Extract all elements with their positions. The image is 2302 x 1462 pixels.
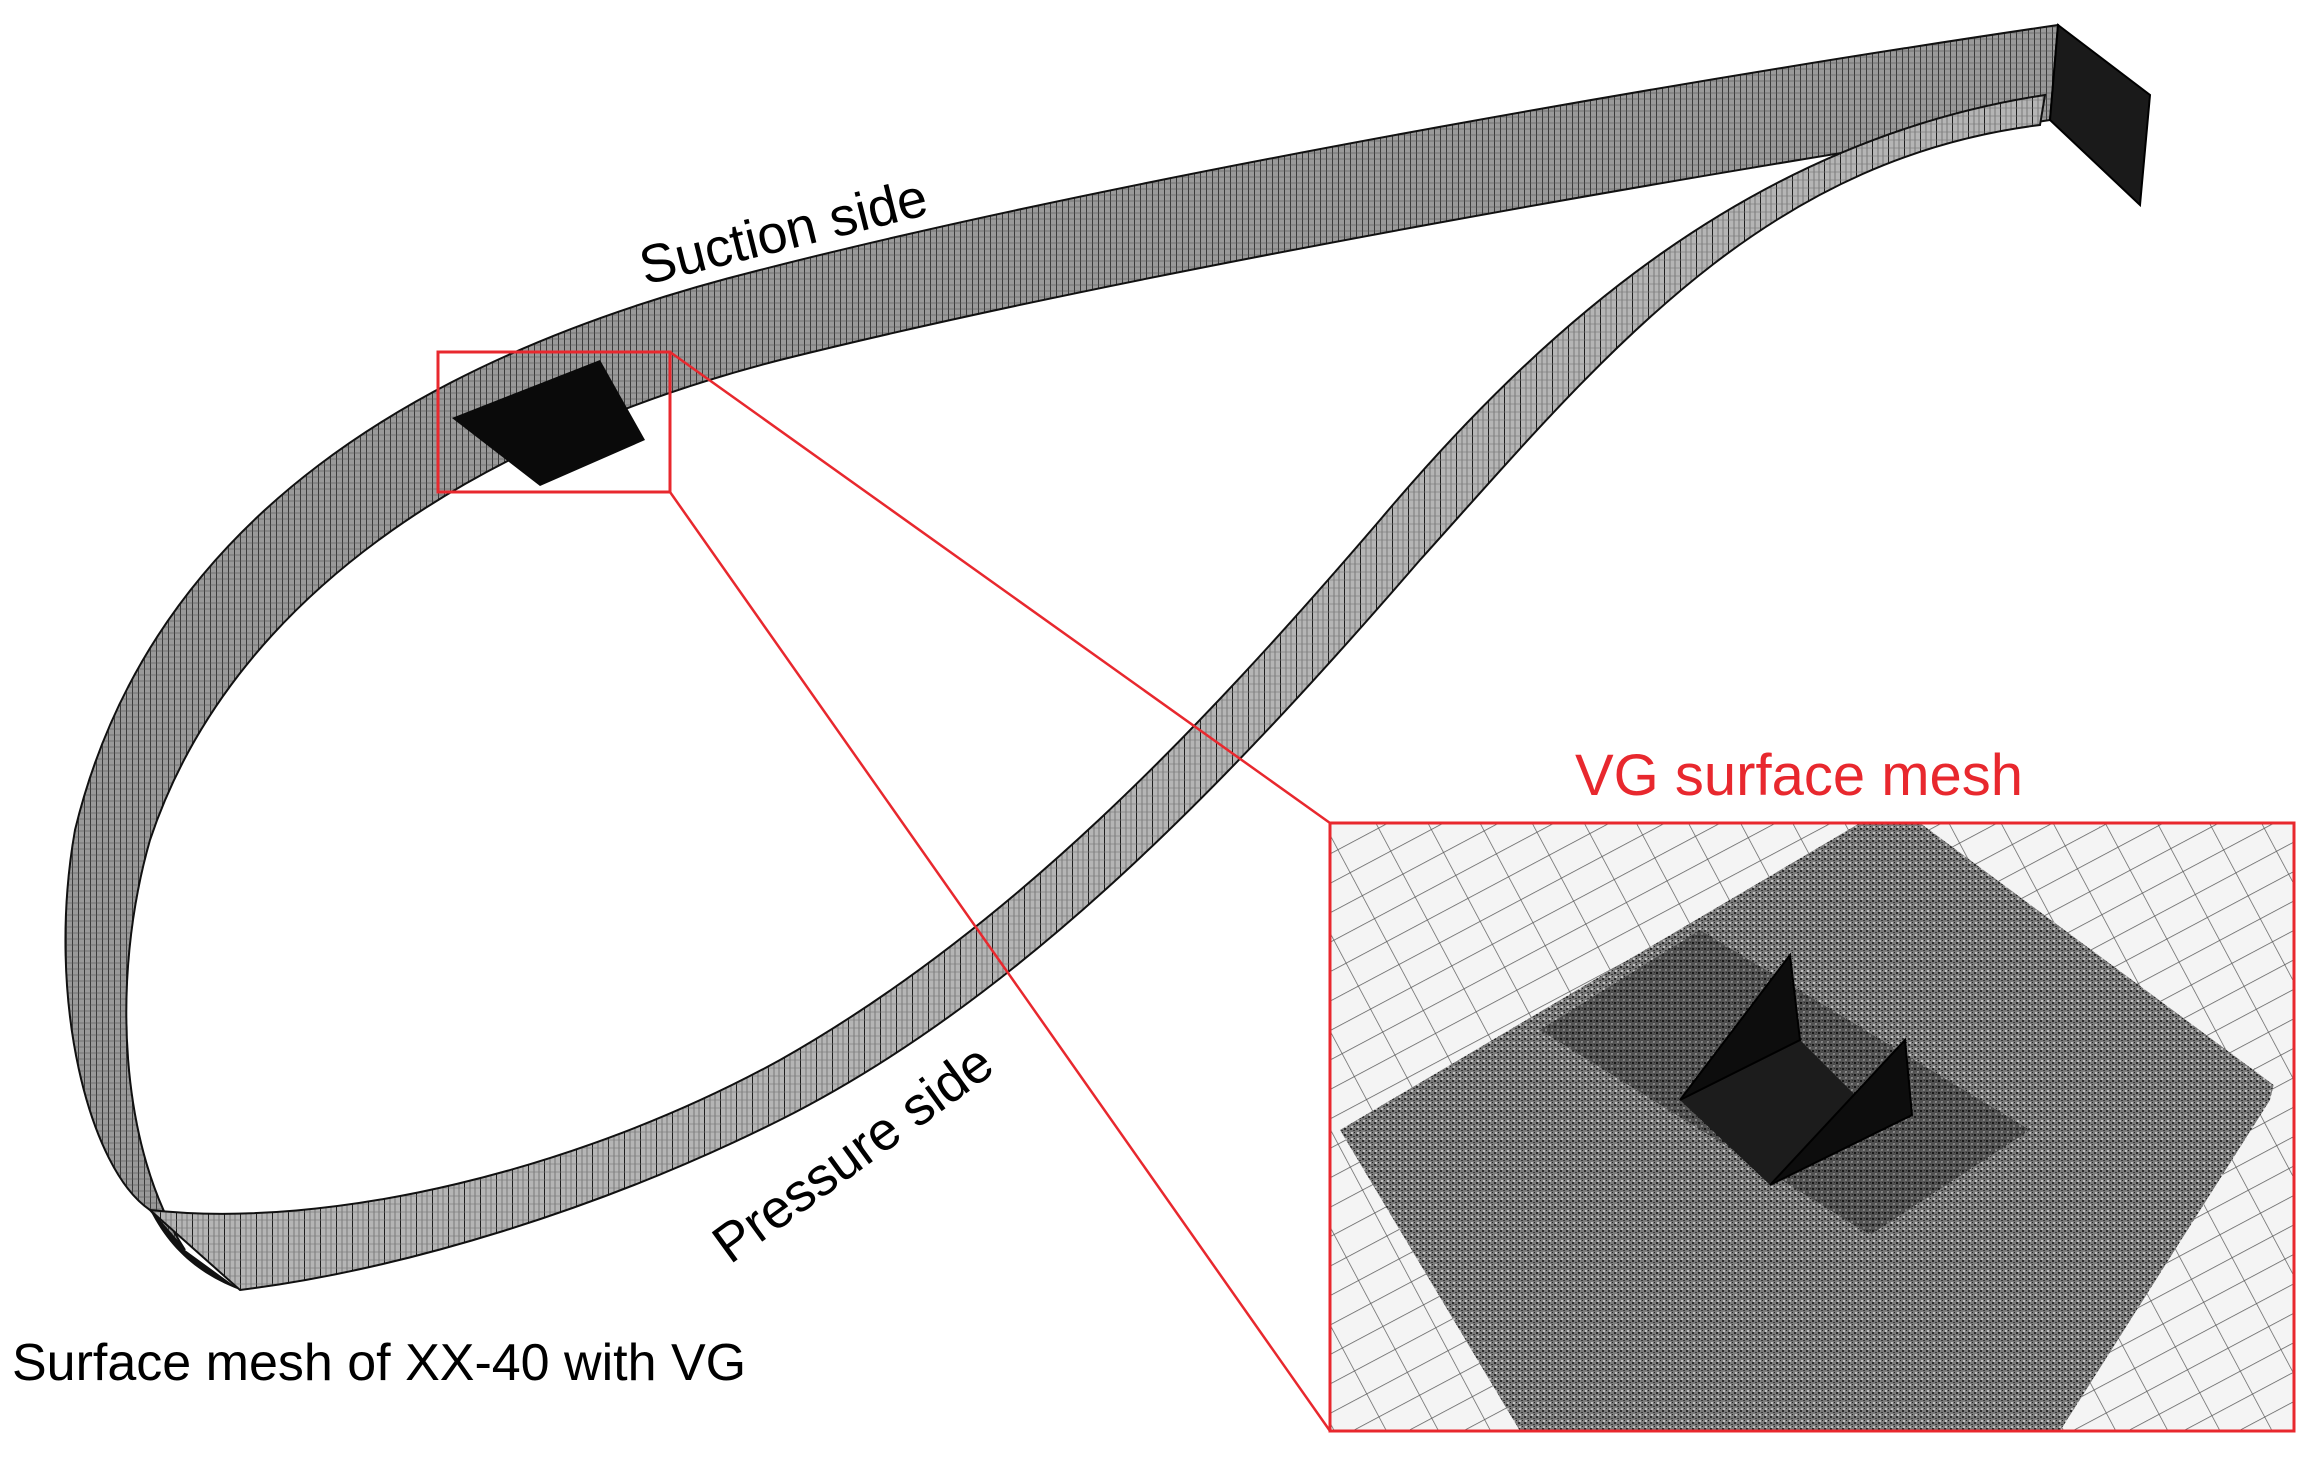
pressure-side-band (146, 93, 2047, 1292)
vg-vane-right (1769, 1037, 1914, 1186)
zoom-line-top (669, 350, 1331, 825)
figure-caption: Surface mesh of XX-40 with VG (12, 1334, 746, 1392)
zoom-line-bottom (668, 491, 1332, 1432)
zoom-indicator (436, 350, 1332, 1432)
airfoil-surface-mesh (64, 23, 2152, 1292)
vg-location-patch (452, 360, 645, 486)
highlight-box (436, 350, 672, 494)
inset-frame (1328, 821, 2296, 1433)
trailing-edge-face (2048, 23, 2152, 208)
inset-title: VG surface mesh (1575, 743, 2023, 808)
vg-inset (1328, 821, 2296, 1433)
vg-vane-left (1679, 952, 1802, 1101)
